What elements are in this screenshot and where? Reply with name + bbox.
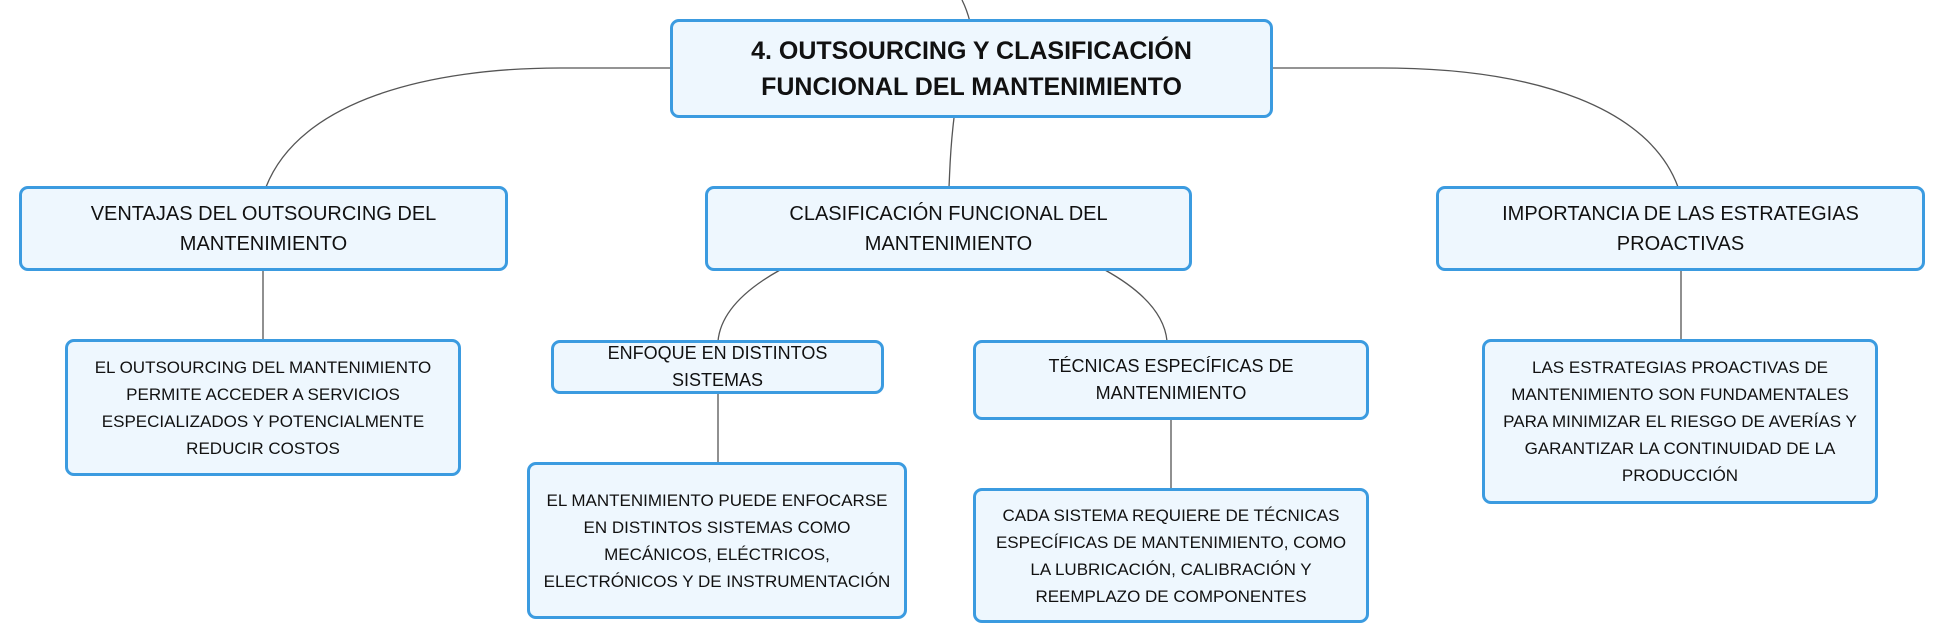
connector-clasificacion-to-enfoque: [717, 269, 781, 342]
detail-tecnicas-especificas-text: CADA SISTEMA REQUIERE DE TÉCNICAS ESPECÍ…: [995, 505, 1347, 606]
root-topic-title: 4. OUTSOURCING Y CLASIFICACIÓN FUNCIONAL…: [751, 36, 1192, 101]
subtopic-enfoque-sistemas[interactable]: ENFOQUE EN DISTINTOS SISTEMAS: [551, 340, 884, 394]
topic-importancia-estrategias-title: IMPORTANCIA DE LAS ESTRATEGIAS PROACTIVA…: [1502, 202, 1859, 255]
topic-importancia-estrategias[interactable]: IMPORTANCIA DE LAS ESTRATEGIAS PROACTIVA…: [1436, 186, 1925, 271]
detail-ventajas-outsourcing[interactable]: EL OUTSOURCING DEL MANTENIMIENTO PERMITE…: [65, 339, 461, 476]
subtopic-enfoque-sistemas-title: ENFOQUE EN DISTINTOS SISTEMAS: [607, 343, 828, 390]
detail-importancia-estrategias-text: LAS ESTRATEGIAS PROACTIVAS DE MANTENIMIE…: [1503, 358, 1857, 485]
topic-clasificacion-funcional[interactable]: CLASIFICACIÓN FUNCIONAL DEL MANTENIMIENT…: [705, 186, 1192, 271]
subtopic-tecnicas-especificas[interactable]: TÉCNICAS ESPECÍFICAS DE MANTENIMIENTO: [973, 340, 1369, 420]
root-topic[interactable]: 4. OUTSOURCING Y CLASIFICACIÓN FUNCIONAL…: [670, 19, 1273, 118]
connector-clasificacion-to-tecnicas: [1104, 269, 1168, 342]
connector-root-to-importancia: [1272, 67, 1679, 188]
subtopic-tecnicas-especificas-title: TÉCNICAS ESPECÍFICAS DE MANTENIMIENTO: [1048, 356, 1294, 403]
topic-clasificacion-funcional-title: CLASIFICACIÓN FUNCIONAL DEL MANTENIMIENT…: [789, 202, 1108, 255]
topic-ventajas-outsourcing[interactable]: VENTAJAS DEL OUTSOURCING DEL MANTENIMIEN…: [19, 186, 508, 271]
detail-ventajas-outsourcing-text: EL OUTSOURCING DEL MANTENIMIENTO PERMITE…: [94, 357, 432, 458]
detail-importancia-estrategias[interactable]: LAS ESTRATEGIAS PROACTIVAS DE MANTENIMIE…: [1482, 339, 1878, 504]
connector-root-to-ventajas: [265, 67, 670, 188]
topic-ventajas-outsourcing-title: VENTAJAS DEL OUTSOURCING DEL MANTENIMIEN…: [90, 202, 437, 255]
connector-root-to-clasificacion: [948, 117, 955, 188]
detail-enfoque-sistemas[interactable]: EL MANTENIMIENTO PUEDE ENFOCARSE EN DIST…: [527, 462, 907, 619]
detail-tecnicas-especificas[interactable]: CADA SISTEMA REQUIERE DE TÉCNICAS ESPECÍ…: [973, 488, 1369, 623]
detail-enfoque-sistemas-text: EL MANTENIMIENTO PUEDE ENFOCARSE EN DIST…: [543, 490, 891, 591]
